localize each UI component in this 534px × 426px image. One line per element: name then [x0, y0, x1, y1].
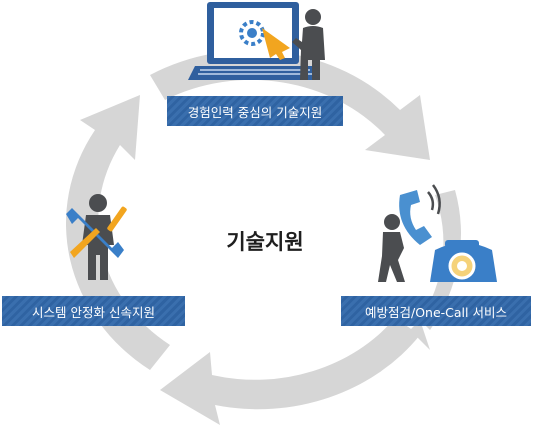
tools-repair-icon [66, 194, 127, 280]
telephone-support-icon [378, 184, 497, 282]
arrow-segment-left [65, 95, 170, 370]
arrow-segment-bottom [160, 318, 420, 425]
arrow-segment-right-bottom [410, 190, 461, 350]
node-label-experienced-support: 경험인력 중심의 기술지원 [167, 96, 343, 126]
computer-presenter-icon [188, 2, 325, 80]
center-title: 기술지원 [226, 230, 304, 254]
node-label-system-stabilization: 시스템 안정화 신속지원 [2, 296, 185, 326]
node-label-preventive-oncall: 예방점검/One-Call 서비스 [341, 296, 531, 326]
